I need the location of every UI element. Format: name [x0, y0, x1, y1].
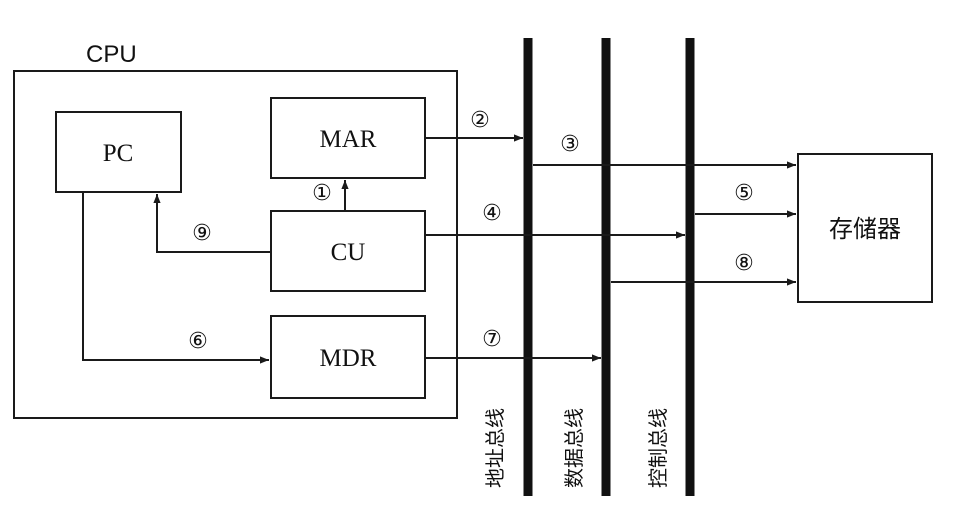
- pc-label: PC: [103, 140, 134, 167]
- cpu-label: CPU: [86, 41, 137, 68]
- mdr-block: [270, 315, 426, 399]
- mar-label: MAR: [320, 126, 377, 153]
- step-2-label: ②: [470, 108, 490, 133]
- step-5-label: ⑤: [734, 181, 754, 206]
- arrow-pc-to-mdr: [82, 192, 269, 364]
- data-bus-label: 数据总线: [562, 408, 586, 488]
- control-bus-label: 控制总线: [646, 408, 670, 488]
- mdr-label: MDR: [320, 345, 377, 372]
- pc-block: [55, 111, 182, 193]
- memory-label: 存储器: [829, 215, 901, 243]
- address-bus-label: 地址总线: [483, 408, 507, 488]
- cu-label: CU: [331, 239, 366, 266]
- cpu-frame: [13, 70, 458, 419]
- step-9-label: ⑨: [192, 221, 212, 246]
- step-7-label: ⑦: [482, 327, 502, 352]
- step-3-label: ③: [560, 132, 580, 157]
- step-8-label: ⑧: [734, 251, 754, 276]
- cu-block: [270, 210, 426, 292]
- step-6-label: ⑥: [188, 329, 208, 354]
- step-4-label: ④: [482, 201, 502, 226]
- step-1-label: ①: [312, 181, 332, 206]
- mar-block: [270, 97, 426, 179]
- arrow-cu-to-pc: [153, 194, 271, 253]
- memory-block: [797, 153, 933, 303]
